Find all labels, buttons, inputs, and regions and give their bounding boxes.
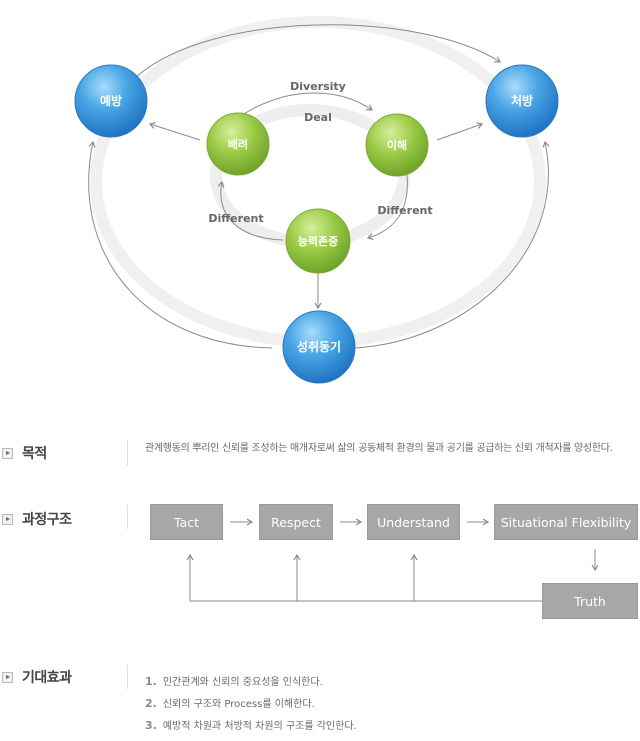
divider: [127, 440, 128, 466]
node-prevention: 예방: [74, 64, 148, 138]
effect-item: 3.예방적 차원과 처방적 차원의 구조를 각인한다.: [145, 719, 357, 732]
bullet-play-icon: [2, 447, 13, 459]
divider: [127, 505, 128, 529]
svg-text:성취동기: 성취동기: [297, 339, 341, 354]
arrow-prevention-to-prescription: [134, 24, 501, 79]
step-understand: Understand: [367, 504, 460, 540]
effects-list: 1.인간관계와 신뢰의 중요성을 인식한다. 2.신뢰의 구조와 Process…: [145, 675, 357, 741]
divider: [127, 665, 128, 689]
process-section: 과정구조 Tact Respect Understand Situational…: [0, 503, 640, 633]
effect-item: 1.인간관계와 신뢰의 중요성을 인식한다.: [145, 675, 323, 688]
label-deal: Deal: [304, 111, 332, 124]
svg-text:처방: 처방: [511, 93, 533, 108]
svg-text:이해: 이해: [387, 138, 407, 152]
svg-text:능력존중: 능력존중: [298, 235, 338, 248]
arrow-consideration-to-understanding: [241, 92, 373, 116]
step-respect: Respect: [259, 504, 333, 540]
svg-text:배려: 배려: [228, 137, 248, 151]
process-connectors: [186, 518, 599, 602]
bullet-play-icon: [2, 671, 13, 683]
step-situational-flexibility: Situational Flexibility: [494, 504, 638, 540]
purpose-title: 목적: [22, 446, 47, 462]
label-different-right: Different: [377, 204, 432, 217]
purpose-text: 관계행동의 뿌리인 신뢰를 조성하는 매개자로써 삶의 공동체적 환경의 물과 …: [145, 443, 613, 454]
bullet-play-icon: [2, 513, 13, 525]
label-different-left: Different: [208, 212, 263, 225]
svg-text:예방: 예방: [100, 93, 122, 108]
effect-item: 2.신뢰의 구조와 Process를 이해한다.: [145, 697, 315, 710]
label-diversity: Diversity: [290, 80, 346, 93]
effects-section: 기대효과 1.인간관계와 신뢰의 중요성을 인식한다. 2.신뢰의 구조와 Pr…: [0, 665, 640, 735]
arrow-achievement-to-prescription: [355, 140, 550, 349]
arrow-understanding-to-prescription: [436, 122, 484, 141]
purpose-heading: 목적: [2, 443, 47, 463]
arrow-ability-to-consideration: [217, 180, 284, 241]
node-consideration: 배려: [206, 112, 270, 176]
purpose-section: 목적 관계행동의 뿌리인 신뢰를 조성하는 매개자로써 삶의 공동체적 환경의 …: [0, 440, 640, 480]
feedback-line: [186, 553, 542, 602]
process-title: 과정구조: [22, 512, 72, 528]
node-achievement-motivation: 성취동기: [282, 310, 356, 384]
effects-heading: 기대효과: [2, 667, 72, 687]
node-ability-respect: 능력존중: [285, 208, 351, 274]
node-prescription: 처방: [485, 64, 559, 138]
effects-title: 기대효과: [22, 670, 72, 686]
arrow-achievement-to-prevention: [88, 140, 273, 349]
arrow-understanding-to-ability: [366, 174, 408, 241]
process-heading: 과정구조: [2, 509, 72, 529]
step-truth: Truth: [542, 583, 638, 619]
step-tact: Tact: [150, 504, 223, 540]
trust-cycle-diagram: Diversity Deal Different Different 예방 처방…: [74, 16, 559, 384]
node-understanding: 이해: [365, 113, 429, 177]
arrow-consideration-to-prevention: [148, 122, 201, 141]
